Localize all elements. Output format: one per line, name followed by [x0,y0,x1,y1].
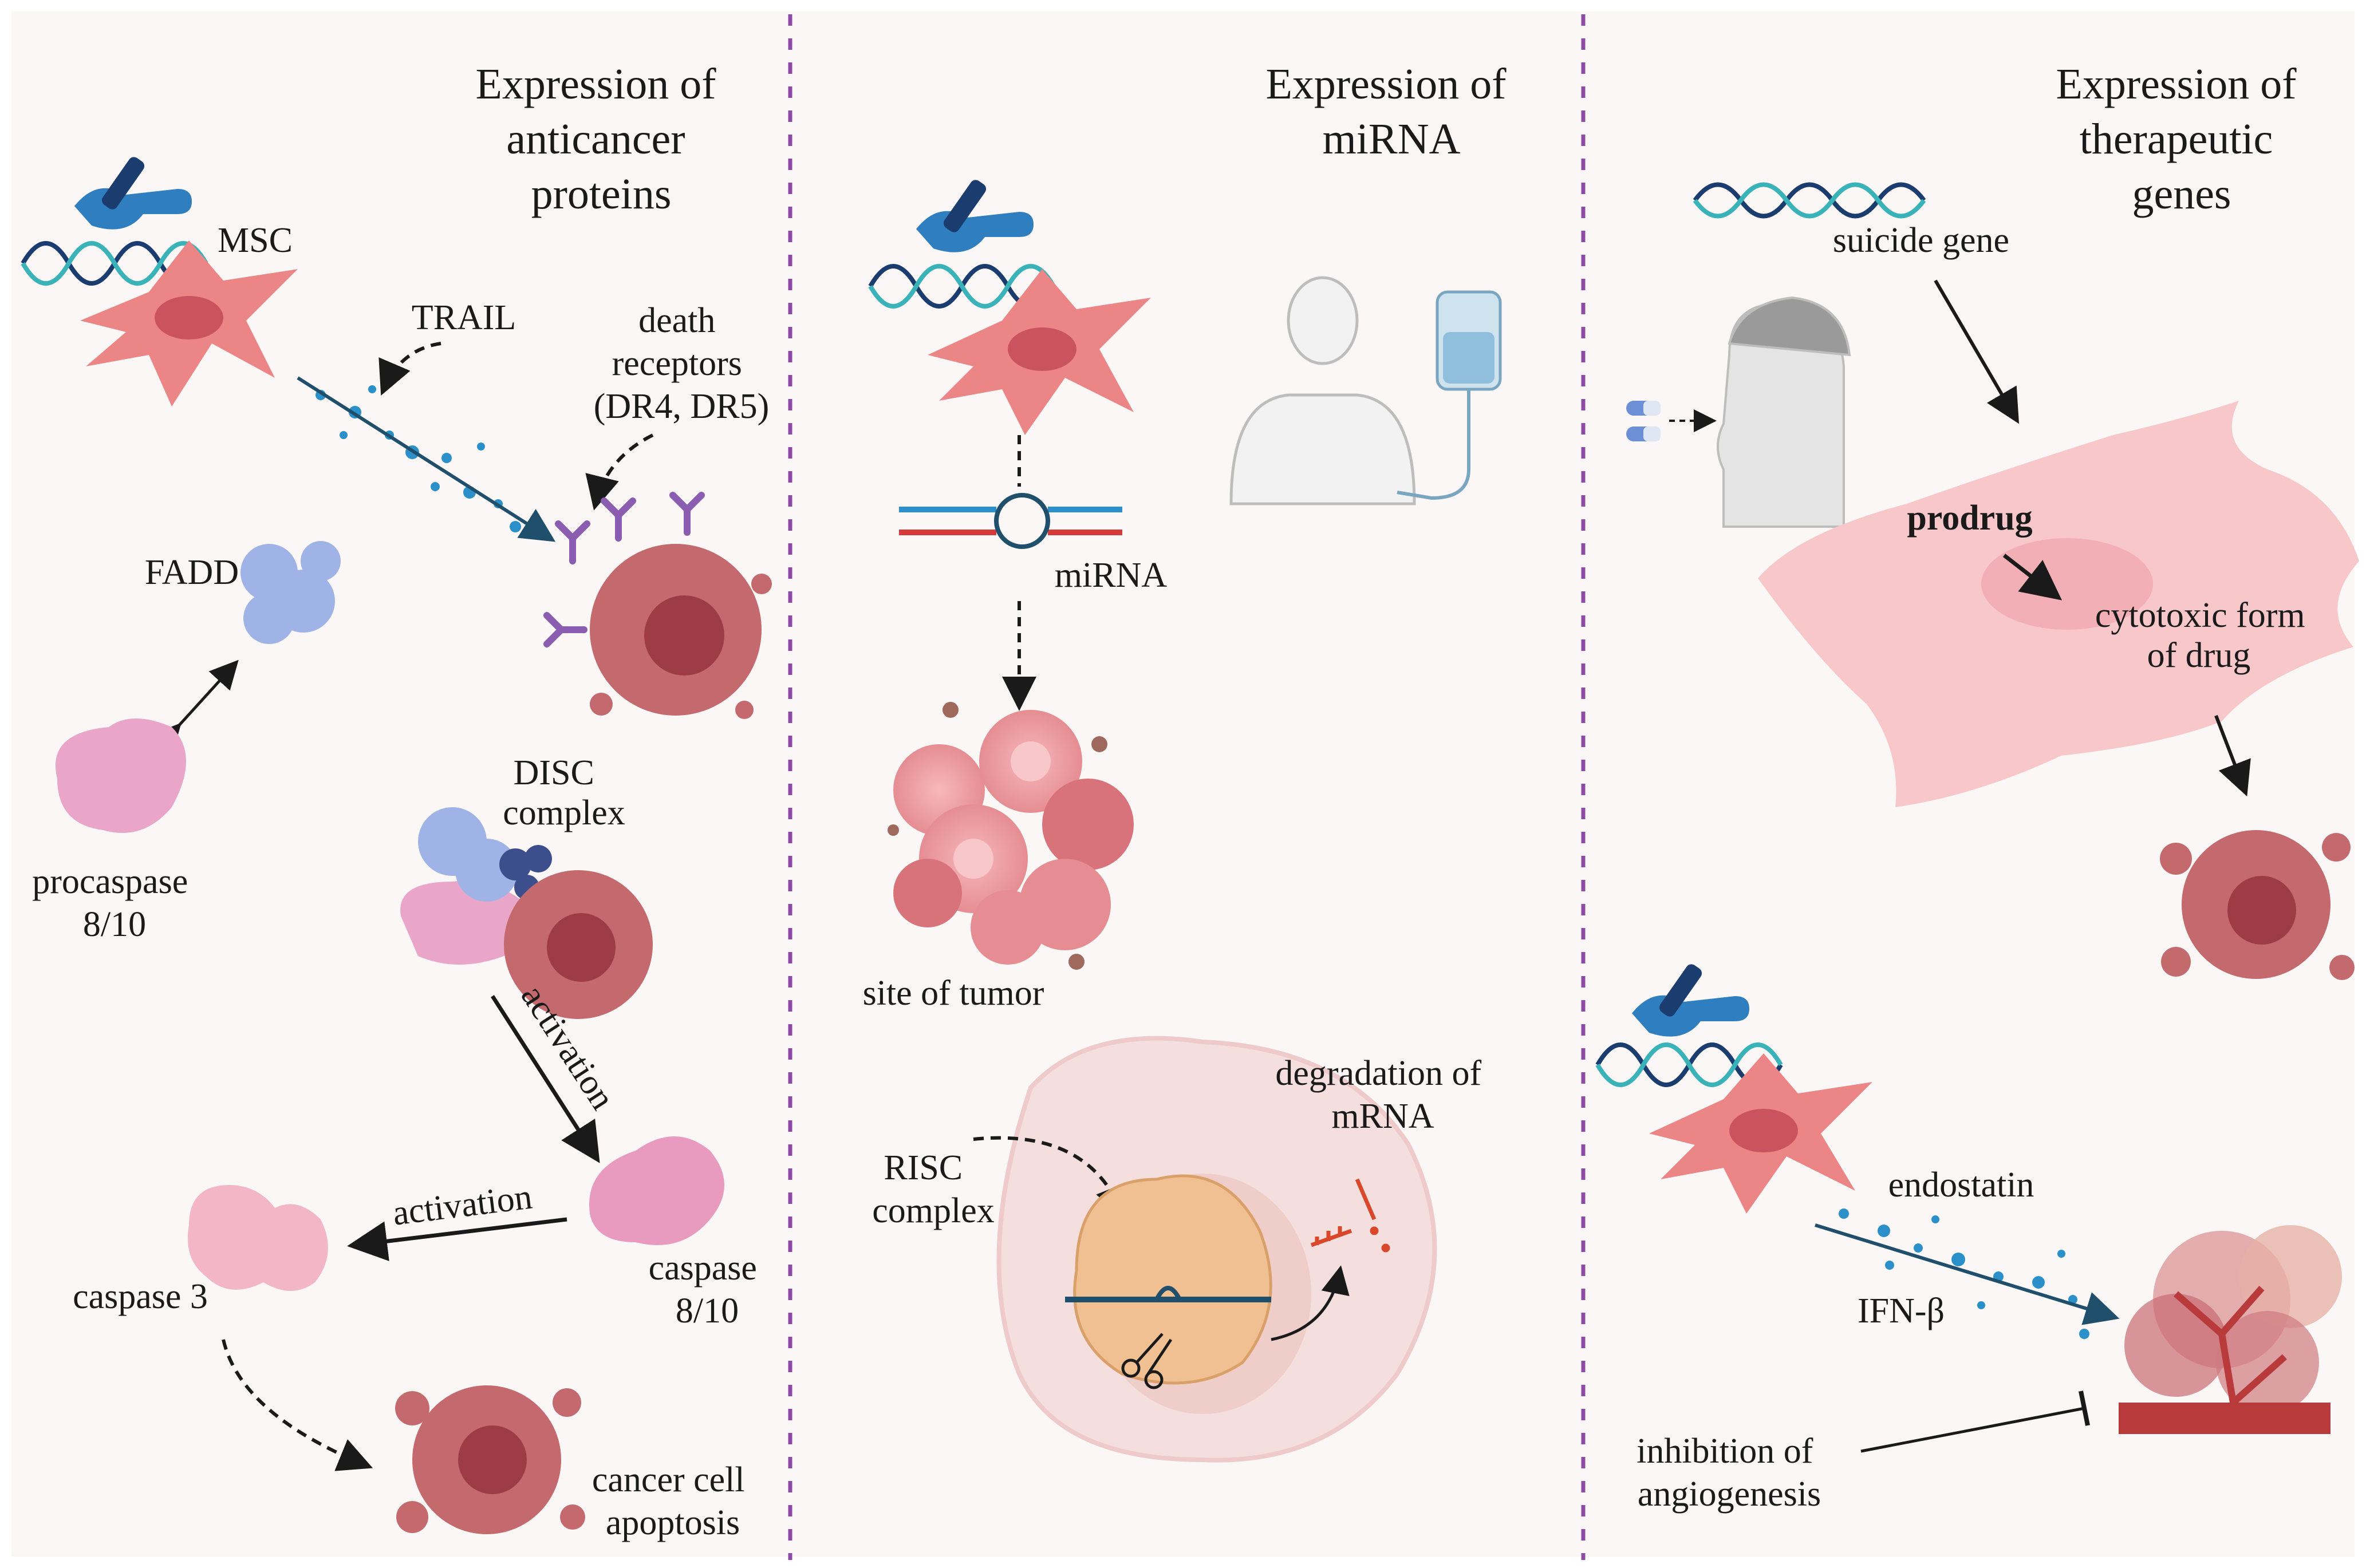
label-ifn-beta: IFN-β [1858,1291,1945,1330]
apoptotic-cancer-cell-icon [2160,830,2355,980]
panel-therapeutic-genes: Expression of therapeutic genes suicide … [1595,60,2359,1514]
cytotoxic-arrow [2214,714,2251,797]
label-disc-complex: DISC complex [503,753,625,832]
label-cytotoxic-form: cytotoxic form of drug [2095,596,2314,675]
gene-editing-icon [916,180,1034,252]
label-caspase-810: caspase 8/10 [649,1249,766,1330]
trail-arrow [297,376,556,542]
endostatin-arrow [1815,1223,2120,1325]
degradation-arrow [1271,1265,1350,1341]
caspase-810-icon [589,1136,724,1245]
label-risc-complex: RISC complex [872,1148,995,1230]
panel-anticancer-proteins: Expression of anticancer proteins MSC TR… [21,60,772,1542]
label-degradation-mrna: degradation of mRNA [1275,1054,1490,1136]
label-endostatin: endostatin [1888,1166,2034,1204]
label-caspase3: caspase 3 [73,1277,208,1316]
mirna-icon [899,493,1122,549]
fadd-protein-icon [240,541,341,644]
apoptotic-cancer-cell-icon [395,1385,585,1534]
label-procaspase: procaspase 8/10 [32,862,196,944]
suicide-gene-arrow [1934,279,2020,424]
panel-mirna: Expression of miRNA miRNA [863,60,1517,1463]
label-death-receptors: death receptors (DR4, DR5) [594,301,770,426]
label-trail: TRAIL [412,298,516,337]
tumor-cluster-icon [888,702,1134,970]
degraded-mrna-icon [1310,1178,1390,1253]
inhibition-line [1860,1407,2085,1453]
caspase3-icon [188,1185,328,1291]
gene-editing-icon [74,157,192,230]
dna-helix-icon [1693,182,1926,219]
gene-editing-icon [1632,964,1749,1037]
activation-horizontal-arrow [347,1217,567,1261]
cancer-cell-icon [590,544,772,719]
panel1-title: Expression of anticancer proteins [475,60,727,218]
prodrug-arrow [2002,554,2063,601]
msc-nucleus [155,296,223,339]
label-prodrug: prodrug [1907,499,2032,538]
label-cancer-cell-apoptosis: cancer cell apoptosis [592,1460,754,1542]
iv-bag-icon [1397,290,1502,500]
disc-complex-icon [400,807,653,1019]
scissors-icon [1121,1333,1173,1389]
activation-diagonal-arrow [491,995,600,1163]
inhibition-bar [2079,1391,2090,1426]
panel2-title: Expression of miRNA [1265,60,1517,163]
risc-complex-icon [1065,1174,1311,1414]
death-receptor-icons [543,492,705,647]
secreted-dots [1839,1208,2089,1339]
label-suicide-gene: suicide gene [1833,221,2009,260]
msc-nucleus [1008,327,1076,371]
pill-icon [1626,401,1661,441]
blood-vessel-icon [2119,1225,2342,1434]
human-figure-icon [1229,276,1416,505]
fadd-procaspase-arrow [151,659,239,754]
label-fadd: FADD [145,553,239,592]
msc-nucleus [1729,1109,1798,1152]
apoptosis-pointer-arrow [222,1339,373,1471]
label-msc: MSC [218,221,293,260]
panel3-title: Expression of therapeutic genes [2056,60,2307,218]
label-mirna: miRNA [1055,556,1168,595]
procaspase-icon [55,718,186,833]
label-inhibition-angiogenesis: inhibition of angiogenesis [1637,1432,1822,1514]
label-site-of-tumor: site of tumor [863,974,1044,1013]
human-head-icon [1717,296,1851,528]
trail-pointer-arrow [378,342,441,396]
